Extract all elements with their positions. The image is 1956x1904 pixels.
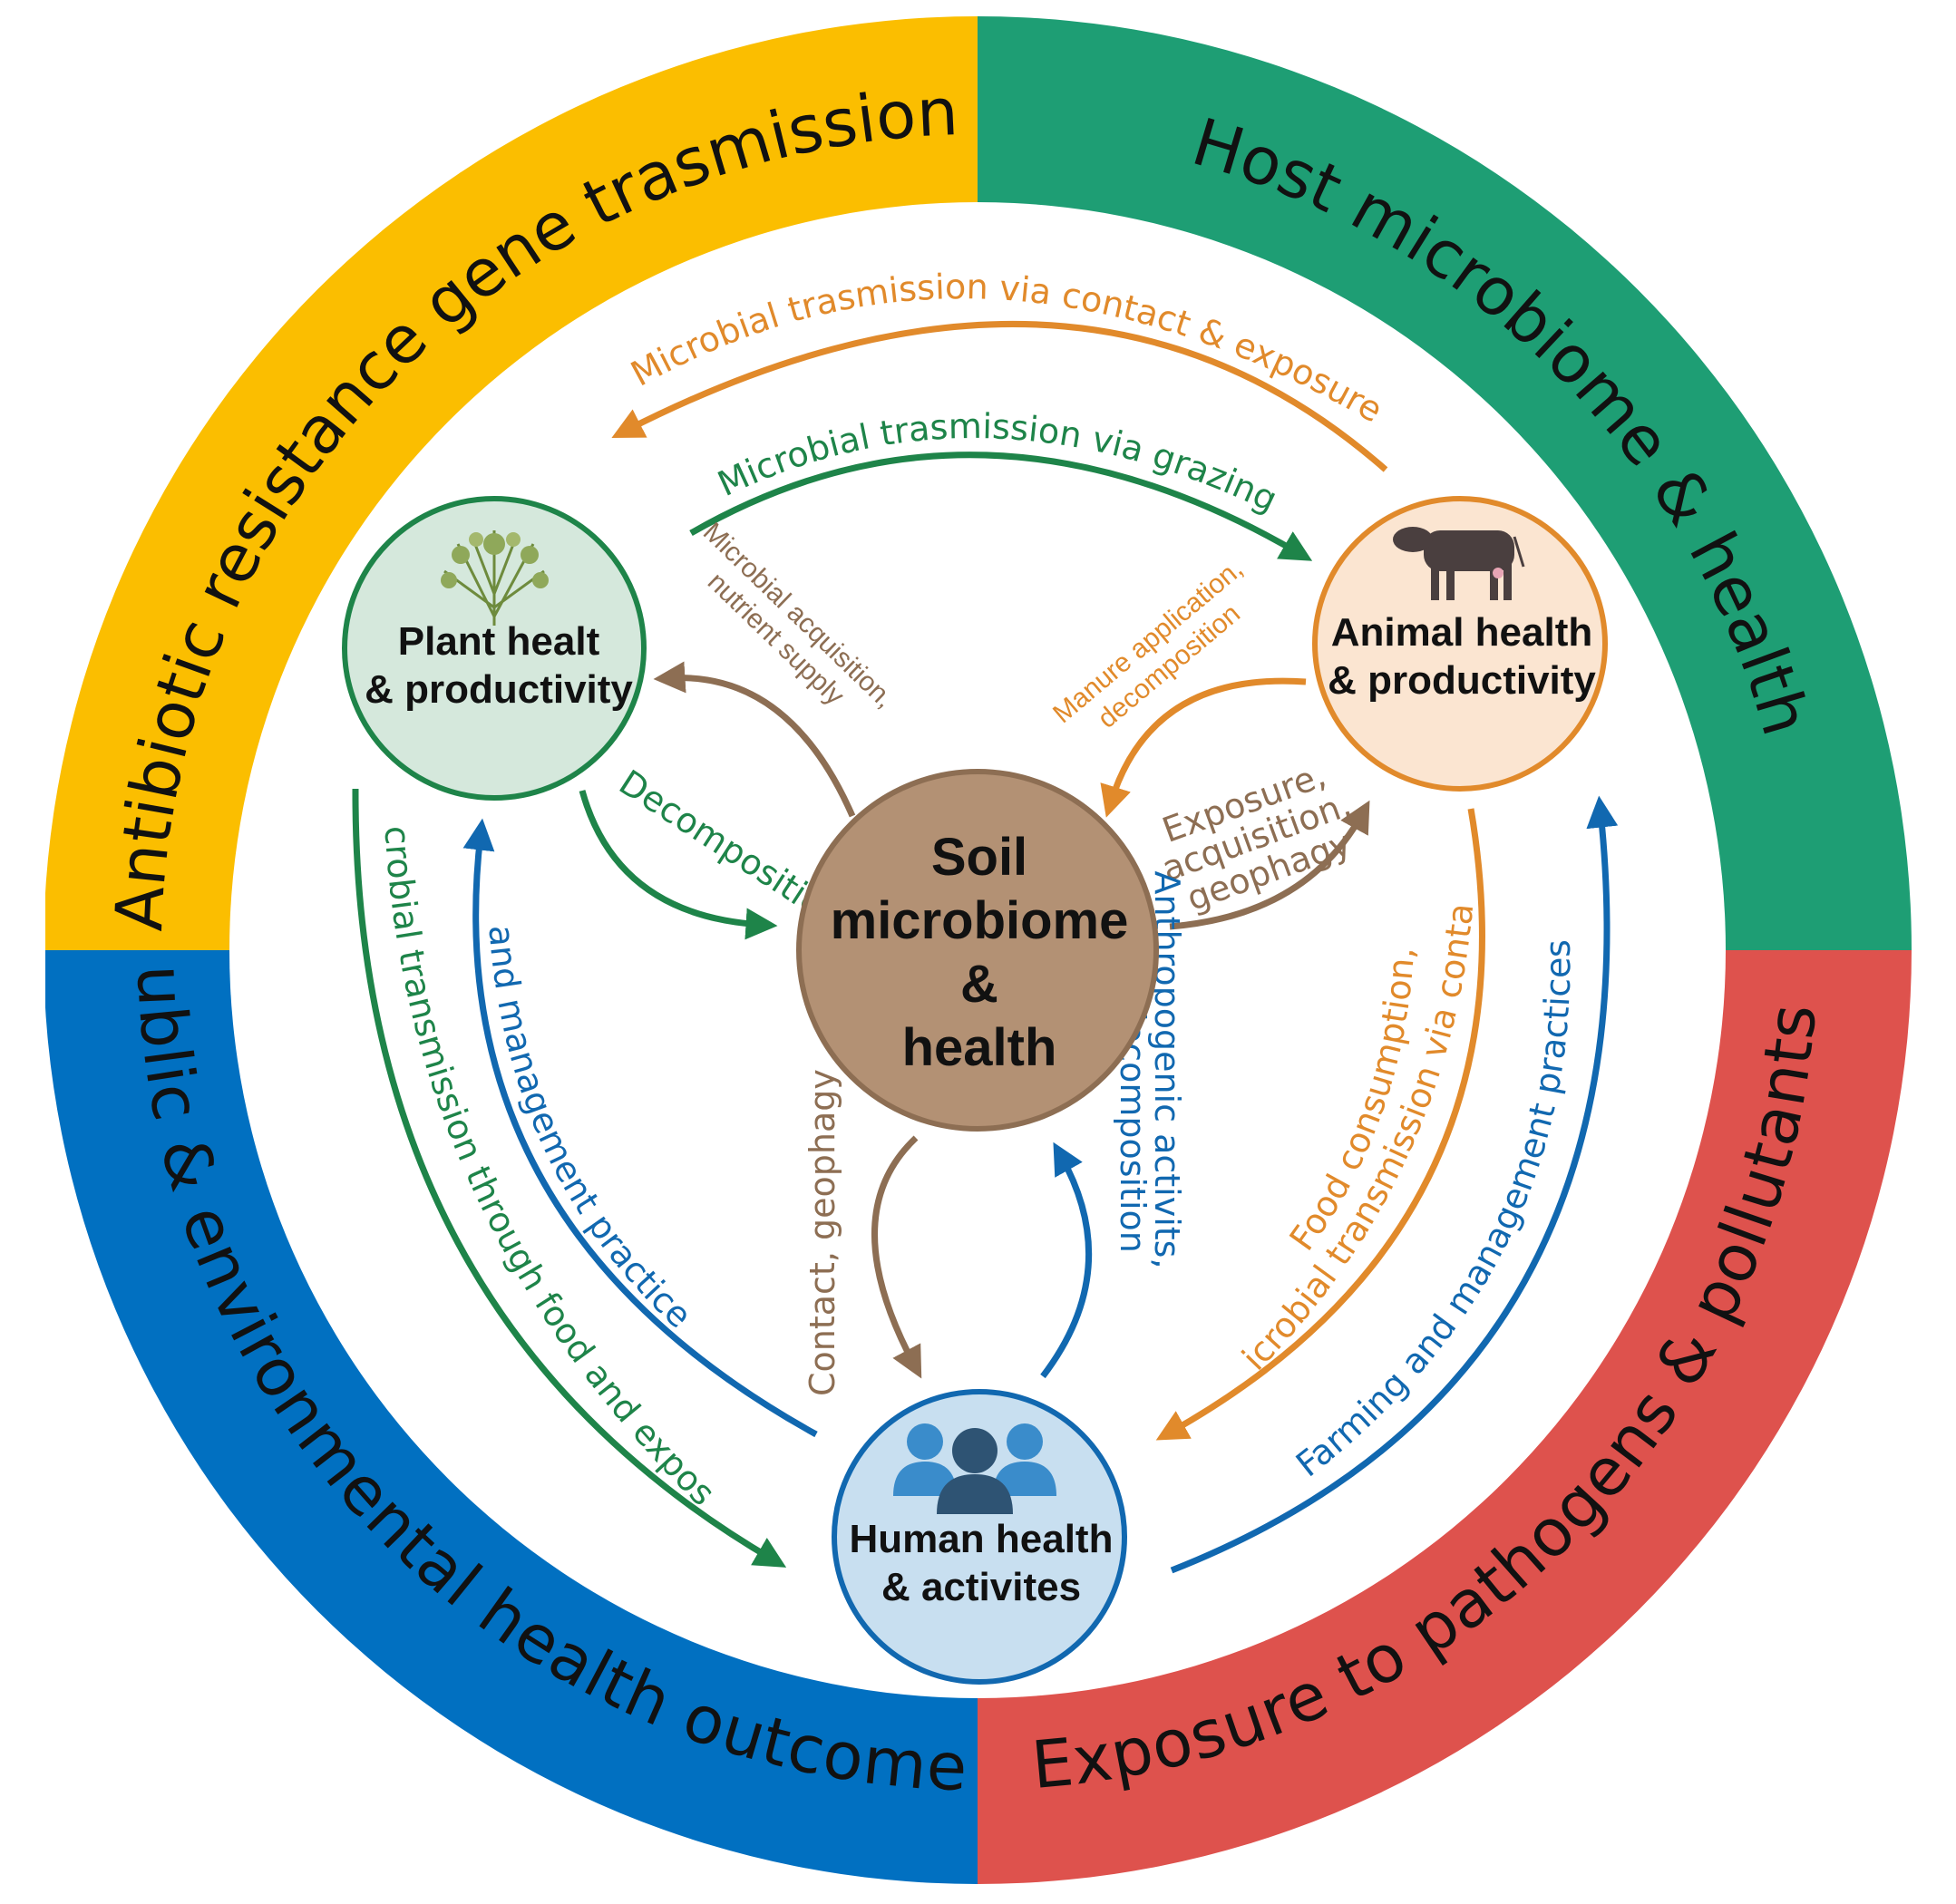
plant-label-line1: Plant healt bbox=[398, 619, 600, 664]
arrow-decomposition bbox=[579, 790, 778, 940]
arrow-food-consumption bbox=[1155, 808, 1485, 1441]
node-human: Human health & activites bbox=[832, 1389, 1127, 1685]
arrow-farming bbox=[1170, 795, 1619, 1574]
soil-label-line4: health bbox=[902, 1018, 1057, 1077]
arrow-contact-exposure bbox=[611, 320, 1388, 472]
label-exposure: Exposure, acquisition, geophagy bbox=[1157, 754, 1357, 918]
plant-icon bbox=[441, 530, 549, 626]
arrow-anthropogenic bbox=[1040, 1141, 1093, 1379]
label-contact-geophagy: Contact, geophagy bbox=[803, 1069, 842, 1396]
animal-label-line1: Animal health bbox=[1331, 610, 1593, 655]
arrow-acquisition bbox=[653, 661, 856, 818]
arrow-grazing bbox=[689, 452, 1313, 561]
arrow-contact-geophagy bbox=[871, 1135, 922, 1379]
arrow-food-exposure bbox=[352, 788, 787, 1568]
human-label-line1: Human health bbox=[850, 1517, 1114, 1561]
cow-icon bbox=[1393, 527, 1525, 600]
node-plant: Plant healt & productivity bbox=[342, 496, 647, 801]
soil-label-line2: microbiome bbox=[831, 891, 1129, 950]
soil-label-line3: & bbox=[960, 955, 998, 1014]
arrow-exposure bbox=[1169, 800, 1370, 930]
plant-label-line2: & productivity bbox=[365, 667, 633, 712]
people-icon bbox=[893, 1423, 1056, 1514]
human-label-line2: & activites bbox=[881, 1565, 1081, 1609]
arrow-land-management bbox=[462, 818, 818, 1438]
animal-label-line2: & productivity bbox=[1328, 658, 1596, 703]
node-animal: Animal health & productivity bbox=[1312, 496, 1608, 792]
arrow-manure bbox=[1100, 677, 1307, 818]
node-soil: Soil microbiome & health bbox=[796, 769, 1159, 1132]
soil-label-line1: Soil bbox=[931, 828, 1027, 887]
